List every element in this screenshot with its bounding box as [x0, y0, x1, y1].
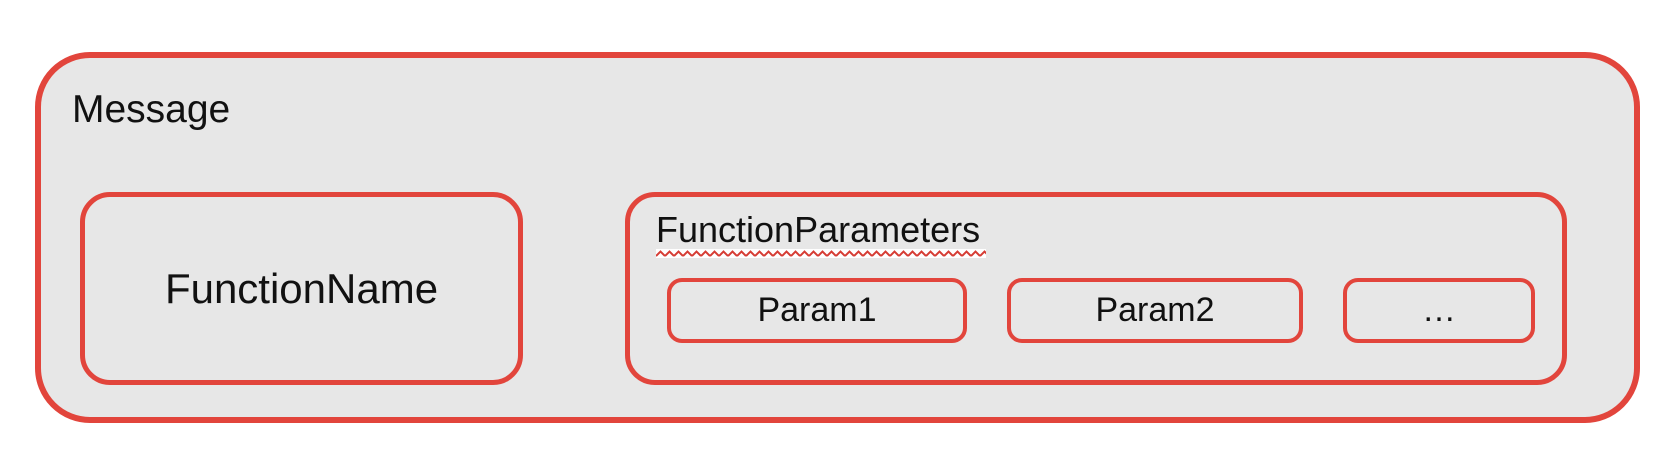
spellcheck-squiggle-icon [656, 249, 986, 258]
message-label: Message [72, 88, 231, 131]
param-box-1: Param1 [667, 278, 967, 343]
function-name-box: FunctionName [80, 192, 523, 385]
param-1-label: Param1 [757, 291, 877, 329]
param-2-label: Param2 [1095, 291, 1215, 329]
function-name-label: FunctionName [164, 264, 439, 312]
param-ellipsis-label: … [1422, 291, 1456, 329]
param-box-ellipsis: … [1343, 278, 1535, 343]
function-parameters-label: FunctionParameters [656, 209, 981, 250]
message-box: Message FunctionName FunctionParameters … [35, 52, 1640, 423]
param-box-2: Param2 [1007, 278, 1303, 343]
function-parameters-box: FunctionParameters Param1 Param2 … [625, 192, 1567, 385]
